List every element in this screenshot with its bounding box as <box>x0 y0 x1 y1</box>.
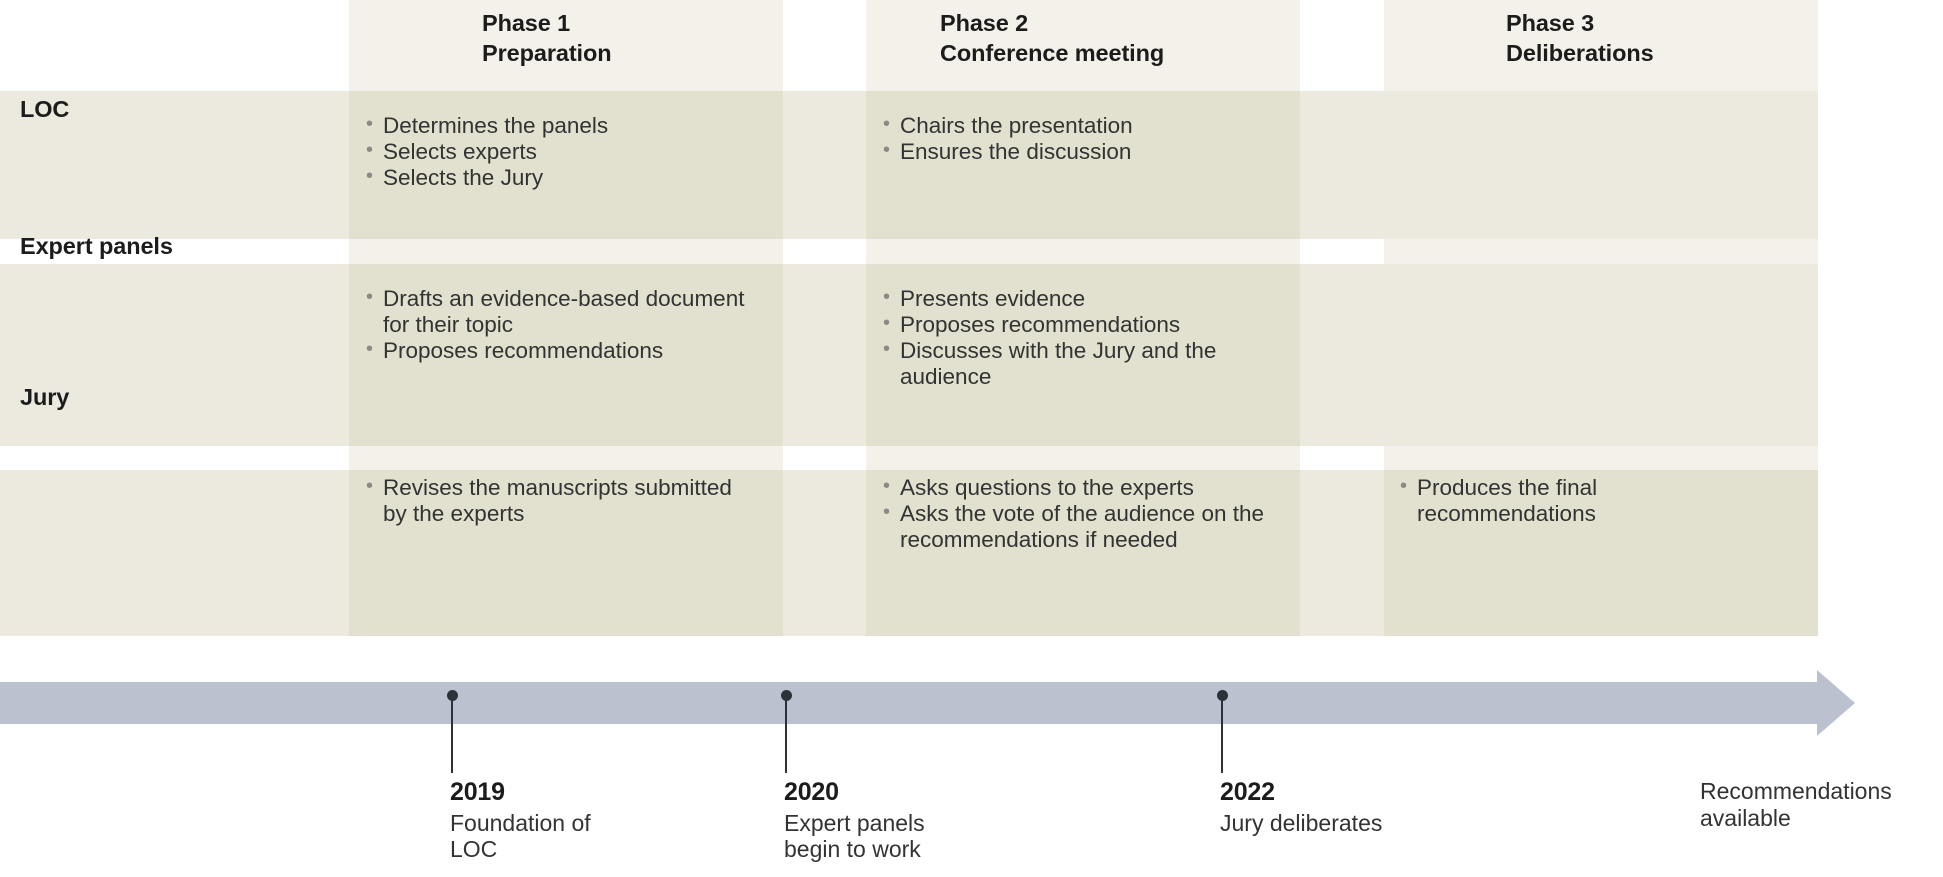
list-item: Drafts an evidence-based document for th… <box>366 286 756 338</box>
phase-1-name: Preparation <box>482 40 612 67</box>
list-item: Produces the final recommendations <box>1400 475 1780 527</box>
timeline-label-2020: 2020 Expert panels begin to work <box>784 778 1014 863</box>
project-timeline: 2019 Foundation of LOC 2020 Expert panel… <box>0 660 1943 877</box>
list-item: Selects the Jury <box>366 165 766 191</box>
timeline-bar <box>0 682 1818 724</box>
timeline-desc-2019: Foundation of LOC <box>450 809 591 863</box>
timeline-stem <box>1221 695 1223 773</box>
phase-3-name: Deliberations <box>1506 40 1654 67</box>
phase-3-number: Phase 3 <box>1506 10 1595 36</box>
list-item: Chairs the presentation <box>883 113 1283 139</box>
bullets-jury-phase3: Produces the final recommendations <box>1400 475 1780 527</box>
bullets-loc-phase1: Determines the panelsSelects expertsSele… <box>366 113 766 191</box>
list-item: Asks questions to the experts <box>883 475 1283 501</box>
timeline-year-2020: 2020 <box>784 778 839 806</box>
phase-1-number: Phase 1 <box>482 10 571 36</box>
timeline-desc-2020: Expert panels begin to work <box>784 809 925 863</box>
bullets-loc-phase2: Chairs the presentationEnsures the discu… <box>883 113 1283 165</box>
bullets-jury-phase2: Asks questions to the expertsAsks the vo… <box>883 475 1283 553</box>
timeline-label-2019: 2019 Foundation of LOC <box>450 778 680 863</box>
phase-header-2: Phase 2 Conference meeting <box>940 8 1164 68</box>
row-label-loc: LOC <box>20 96 70 122</box>
bullets-expert-panels-phase2: Presents evidenceProposes recommendation… <box>883 286 1278 390</box>
list-item: Presents evidence <box>883 286 1278 312</box>
list-item: Proposes recommendations <box>883 312 1278 338</box>
phase-header-1: Phase 1 Preparation <box>482 8 612 68</box>
list-item: Determines the panels <box>366 113 766 139</box>
list-item: Ensures the discussion <box>883 139 1283 165</box>
timeline-stem <box>785 695 787 773</box>
list-item: Selects experts <box>366 139 766 165</box>
timeline-end-label: Recommendations available <box>1700 778 1892 831</box>
arrow-right-icon <box>1817 670 1855 736</box>
list-item: Asks the vote of the audience on the rec… <box>883 501 1283 553</box>
phase-header-3: Phase 3 Deliberations <box>1506 8 1654 68</box>
bullets-jury-phase1: Revises the manuscripts submitted by the… <box>366 475 756 527</box>
timeline-stem <box>451 695 453 773</box>
timeline-label-2022: 2022 Jury deliberates <box>1220 778 1450 836</box>
row-label-expert-panels: Expert panels <box>20 233 173 259</box>
row-label-jury: Jury <box>20 384 70 410</box>
timeline-desc-2022: Jury deliberates <box>1220 809 1383 836</box>
timeline-year-2022: 2022 <box>1220 778 1275 806</box>
timeline-year-2019: 2019 <box>450 778 505 806</box>
bullets-expert-panels-phase1: Drafts an evidence-based document for th… <box>366 286 756 364</box>
phase-2-name: Conference meeting <box>940 40 1165 67</box>
phase-2-number: Phase 2 <box>940 10 1029 36</box>
phase-responsibility-matrix: Phase 1 Preparation Phase 2 Conference mee… <box>0 0 1818 636</box>
list-item: Revises the manuscripts submitted by the… <box>366 475 756 527</box>
list-item: Proposes recommendations <box>366 338 756 364</box>
list-item: Discusses with the Jury and the audience <box>883 338 1278 390</box>
